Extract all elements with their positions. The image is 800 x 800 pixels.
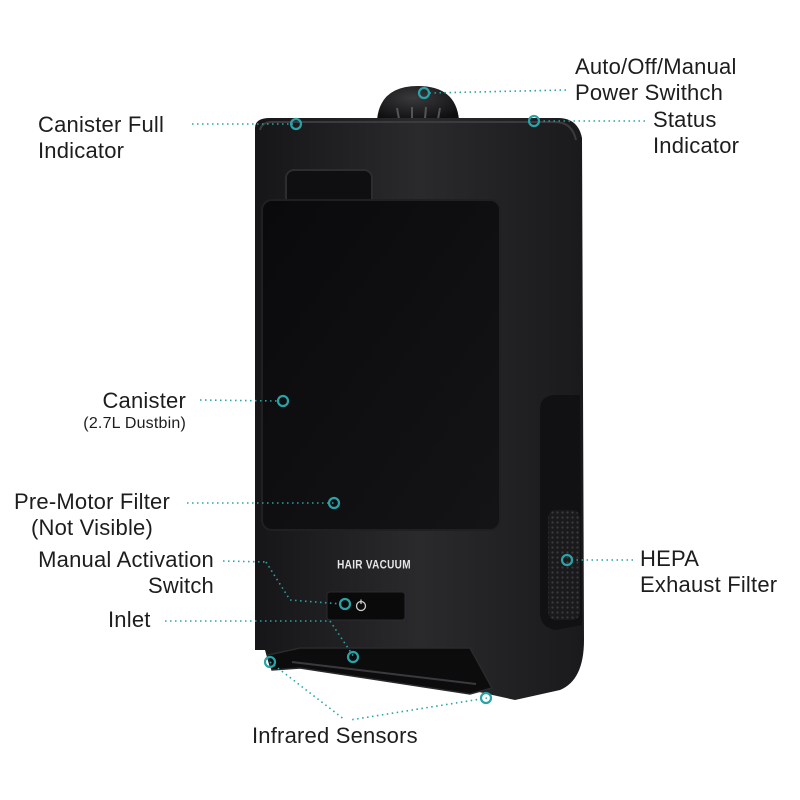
label-hepa-filter-line2: Exhaust Filter (640, 572, 778, 597)
label-canister: Canister (2.7L Dustbin) (70, 388, 186, 434)
label-power-switch-line2: Power Swithch (575, 80, 724, 105)
dot-status-indicator (527, 114, 541, 128)
label-canister-line1: Canister (102, 388, 186, 413)
brand-label: HAIR VACUUM (337, 559, 411, 572)
callout-dots (263, 86, 574, 705)
top-rim (259, 121, 577, 141)
label-infrared-sensors: Infrared Sensors (252, 723, 418, 749)
label-pre-motor-filter: Pre-Motor Filter (Not Visible) (0, 489, 184, 541)
label-infrared-sensors-line1: Infrared Sensors (252, 723, 418, 748)
label-hepa-filter-line1: HEPA (640, 546, 700, 571)
label-manual-switch: Manual Activation Switch (0, 547, 214, 599)
dot-infrared-left (263, 655, 277, 669)
dot-pre-motor-filter (327, 496, 341, 510)
label-canister-full: Canister Full Indicator (38, 112, 164, 164)
power-icon[interactable] (355, 599, 367, 612)
leader-lines (165, 89, 645, 721)
dot-infrared-right (479, 691, 493, 705)
inlet-slot (291, 661, 477, 685)
dot-manual-switch (338, 597, 352, 611)
inlet-opening (267, 647, 494, 695)
label-manual-switch-line1: Manual Activation (38, 547, 214, 572)
dot-hepa-filter (560, 553, 574, 567)
label-pre-motor-filter-line2: (Not Visible) (30, 515, 153, 540)
label-power-switch-line1: Auto/Off/Manual (575, 54, 737, 79)
label-pre-motor-filter-line1: Pre-Motor Filter (14, 489, 170, 514)
label-hepa-filter: HEPA Exhaust Filter (640, 546, 777, 598)
canister-panel[interactable] (261, 199, 501, 531)
hair-vacuum-device (255, 86, 584, 700)
dot-inlet (346, 650, 360, 664)
label-power-switch: Auto/Off/Manual Power Swithch (575, 54, 737, 106)
power-switch-knob[interactable] (377, 86, 459, 120)
label-status-indicator: Status Indicator (653, 107, 739, 159)
knob-ridges (396, 106, 441, 120)
label-canister-full-line1: Canister Full (38, 112, 165, 137)
label-status-indicator-line1: Status (653, 107, 717, 132)
label-inlet-line1: Inlet (108, 607, 151, 632)
label-inlet: Inlet (108, 607, 151, 633)
dot-power-switch (417, 86, 431, 100)
label-canister-sub: (2.7L Dustbin) (83, 415, 186, 432)
dot-canister (276, 394, 290, 408)
label-manual-switch-line2: Switch (148, 573, 214, 598)
dot-canister-full (289, 117, 303, 131)
label-status-indicator-line2: Indicator (653, 133, 740, 158)
label-canister-full-line2: Indicator (38, 138, 125, 163)
